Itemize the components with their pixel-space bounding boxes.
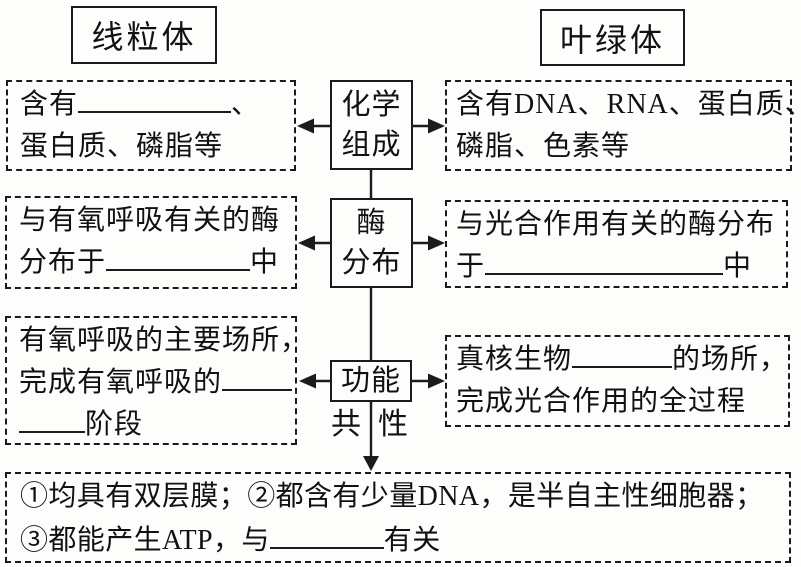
text-segment: 的场所， (672, 344, 789, 375)
text-line: 阶段 (19, 404, 283, 446)
chloro-enzyme-box: 与光合作用有关的酶分布 于中 (445, 200, 788, 288)
title-text: 线粒体 (91, 19, 197, 55)
text-segment: 完成有氧呼吸的 (19, 367, 223, 398)
text-line: 分布于 中 (19, 242, 283, 284)
text-segment: 有氧呼吸的主要场所， (19, 325, 310, 356)
text-segment: 阶段 (85, 409, 144, 440)
text-segment: 含有DNA、RNA、蛋白质、 (456, 89, 801, 120)
text-line: 真核生物 的场所， (456, 339, 787, 381)
chloroplast-title: 叶绿体 (540, 9, 685, 66)
mito-function-box: 有氧呼吸的主要场所， 完成有氧呼吸的 阶段 (5, 316, 308, 446)
arrow-right-icon (428, 235, 445, 251)
blank-underline (222, 362, 293, 391)
node-label-line: 分布 (341, 247, 402, 279)
mito-composition-box: 含有 、 蛋白质、磷脂等 (6, 80, 296, 171)
text-segment: 中 (250, 247, 280, 278)
text-segment: 中 (723, 251, 753, 282)
text-line: 有氧呼吸的主要场所， (19, 320, 308, 362)
function-node: 功能 (330, 360, 412, 402)
title-text: 叶绿体 (559, 21, 665, 58)
blank-underline (19, 404, 85, 433)
text-segment: ①均具有双层膜；②都含有少量DNA，是半自主性细胞器； (20, 481, 764, 512)
text-line: 与有氧呼吸有关的酶 (19, 200, 283, 242)
text-line: 完成有氧呼吸的 (19, 362, 293, 404)
text-segment: 磷脂、色素等 (456, 131, 631, 162)
chloro-composition-box: 含有DNA、RNA、蛋白质、 磷脂、色素等 (445, 80, 801, 171)
arrow-left-icon (298, 235, 315, 251)
common-features-box: ①均具有双层膜；②都含有少量DNA，是半自主性细胞器； ③都能产生ATP，与 有关 (5, 472, 791, 563)
arrow-right-icon (428, 373, 445, 389)
text-segment: 含有 (20, 89, 79, 120)
node-label-line: 化学 (341, 89, 402, 121)
text-segment: 真核生物 (456, 344, 573, 375)
enzyme-distribution-node: 酶 分布 (330, 198, 413, 288)
arrow-down-icon (363, 456, 379, 471)
chemical-composition-node: 化学 组成 (330, 80, 413, 170)
text-segment: 与有氧呼吸有关的酶 (19, 205, 281, 236)
commonality-label-right: 性 (378, 408, 408, 441)
blank-underline (106, 242, 251, 271)
blank-underline (269, 520, 384, 549)
blank-underline (485, 246, 724, 275)
blank-underline (572, 339, 673, 368)
text-segment: 蛋白质、磷脂等 (20, 131, 224, 162)
arrow-left-icon (299, 373, 316, 389)
text-line: 完成光合作用的全过程 (456, 381, 779, 423)
text-line: 蛋白质、磷脂等 (20, 126, 282, 168)
text-line: 与光合作用有关的酶分布 (456, 204, 777, 246)
blank-underline (78, 84, 232, 113)
mito-enzyme-box: 与有氧呼吸有关的酶 分布于 中 (5, 196, 297, 289)
text-line: ③都能产生ATP，与 有关 (20, 519, 776, 563)
text-line: 磷脂、色素等 (456, 126, 781, 168)
text-line: ①均具有双层膜；②都含有少量DNA，是半自主性细胞器； (20, 475, 776, 519)
node-label-line: 酶 (356, 207, 387, 239)
text-line: 于中 (456, 246, 777, 288)
text-segment: ③都能产生ATP，与 (20, 525, 270, 556)
text-line: 含有 、 (20, 84, 282, 126)
mitochondria-title: 线粒体 (71, 6, 217, 64)
text-segment: 与光合作用有关的酶分布 (456, 209, 776, 240)
commonality-label-left: 共 (331, 408, 361, 441)
node-label-line: 功能 (340, 365, 401, 397)
node-label-line: 组成 (341, 129, 402, 161)
chloro-function-box: 真核生物 的场所， 完成光合作用的全过程 (445, 335, 790, 427)
text-segment: 分布于 (19, 247, 107, 278)
arrow-right-icon (428, 118, 445, 134)
text-segment: 于 (456, 251, 486, 282)
text-segment: 有关 (383, 525, 441, 556)
arrow-left-icon (297, 118, 314, 134)
text-segment: 完成光合作用的全过程 (456, 386, 747, 417)
text-segment: 、 (231, 89, 261, 120)
text-line: 含有DNA、RNA、蛋白质、 (456, 84, 801, 126)
